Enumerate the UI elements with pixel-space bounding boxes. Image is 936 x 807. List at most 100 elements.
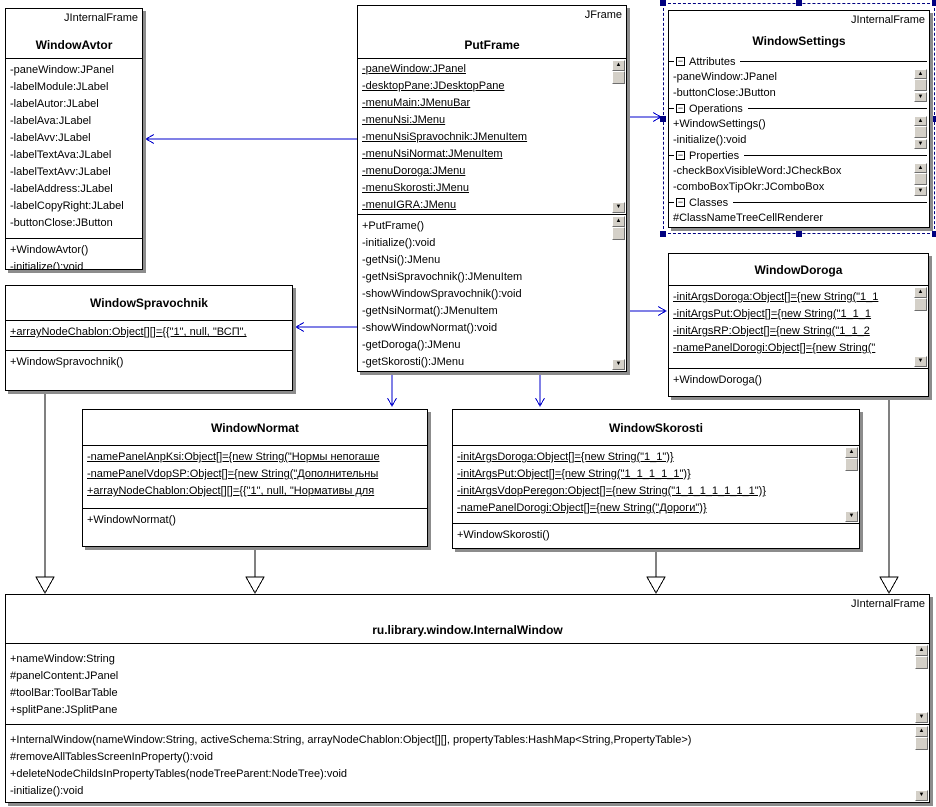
attribute-row[interactable]: -paneWindow:JPanel [362, 63, 466, 75]
class-member-row[interactable]: #ClassNameTreeCellRenderer [673, 212, 823, 224]
class-box-windowdoroga[interactable]: WindowDoroga -initArgsDoroga:Object[]={n… [668, 253, 929, 397]
vertical-scrollbar[interactable]: ▲ ▼ [914, 287, 927, 367]
vertical-scrollbar[interactable]: ▲ ▼ [914, 69, 927, 102]
scrollbar-track[interactable] [914, 311, 927, 356]
method-row[interactable]: -initialize():void [10, 785, 84, 797]
method-row[interactable]: +WindowDoroga() [673, 374, 762, 386]
attribute-row[interactable]: -initArgsVdopPeregon:Object[]={new Strin… [457, 485, 766, 497]
attribute-row[interactable]: -initArgsDoroga:Object[]={new String("1_… [457, 451, 674, 463]
selection-handle[interactable] [796, 231, 802, 237]
scrollbar-track[interactable] [915, 669, 928, 712]
selection-handle[interactable] [660, 231, 666, 237]
vertical-scrollbar[interactable]: ▲ ▼ [612, 216, 625, 370]
collapse-icon[interactable]: − [676, 56, 685, 66]
vertical-scrollbar[interactable]: ▲ ▼ [915, 726, 928, 801]
class-box-internalwindow[interactable]: JInternalFrame ru.library.window.Interna… [5, 594, 930, 803]
section-header-attributes[interactable]: − Attributes [669, 54, 929, 69]
attribute-row[interactable]: -labelTextAva:JLabel [10, 149, 112, 161]
scroll-down-icon[interactable]: ▼ [914, 92, 927, 102]
scrollbar-track[interactable] [612, 240, 625, 359]
section-header-operations[interactable]: − Operations [669, 101, 929, 116]
method-row[interactable]: +WindowNormat() [87, 514, 176, 526]
method-row[interactable]: -showWindowSpravochnik():void [362, 288, 522, 300]
scroll-up-icon[interactable]: ▲ [914, 287, 927, 298]
method-row[interactable]: +WindowSkorosti() [457, 529, 550, 541]
attribute-row[interactable]: -initArgsRP:Object[]={new String("1_1_2 [673, 325, 870, 337]
scrollbar-thumb[interactable] [915, 656, 928, 669]
attribute-row[interactable]: -menuDoroga:JMenu [362, 165, 466, 177]
scroll-down-icon[interactable]: ▼ [914, 139, 927, 149]
scrollbar-track[interactable] [915, 750, 928, 790]
scroll-down-icon[interactable]: ▼ [915, 712, 928, 723]
attribute-row[interactable]: -buttonClose:JButton [673, 87, 776, 99]
attribute-row[interactable]: +arrayNodeChablon:Object[][]={{"1", null… [10, 326, 247, 338]
method-row[interactable]: +WindowSettings() [673, 118, 766, 130]
vertical-scrollbar[interactable]: ▲ ▼ [845, 447, 858, 522]
scroll-up-icon[interactable]: ▲ [845, 447, 858, 458]
attribute-row[interactable]: +arrayNodeChablon:Object[][]={{"1", null… [87, 485, 375, 497]
selection-handle[interactable] [660, 115, 666, 122]
class-box-putframe[interactable]: JFrame PutFrame -paneWindow:JPanel -desk… [357, 5, 627, 372]
vertical-scrollbar[interactable]: ▲ ▼ [914, 116, 927, 149]
class-name[interactable]: WindowAvtor [35, 38, 113, 52]
vertical-scrollbar[interactable]: ▲ ▼ [915, 645, 928, 723]
attribute-row[interactable]: -menuNsi:JMenu [362, 114, 446, 126]
class-box-windowspravochnik[interactable]: WindowSpravochnik +arrayNodeChablon:Obje… [5, 285, 293, 391]
collapse-icon[interactable]: − [676, 103, 685, 113]
scroll-down-icon[interactable]: ▼ [915, 790, 928, 801]
method-row[interactable]: -getNsiSpravochnik():JMenuItem [362, 271, 523, 283]
method-row[interactable]: -getNsi():JMenu [362, 254, 441, 266]
method-row[interactable]: +deleteNodeChildsInPropertyTables(nodeTr… [10, 768, 348, 780]
scrollbar-thumb[interactable] [612, 227, 625, 240]
attribute-row[interactable]: +splitPane:JSplitPane [10, 704, 118, 716]
method-row[interactable]: -initialize():void [673, 134, 747, 146]
method-row[interactable]: -initialize():void [10, 261, 84, 269]
class-name[interactable]: WindowDoroga [754, 262, 843, 277]
class-box-windownormat[interactable]: WindowNormat -namePanelAnpKsi:Object[]={… [82, 409, 428, 547]
attribute-row[interactable]: -labelAvv:JLabel [10, 132, 91, 144]
attribute-row[interactable]: -desktopPane:JDesktopPane [362, 80, 505, 92]
selection-handle[interactable] [796, 0, 802, 6]
attribute-row[interactable]: -initArgsDoroga:Object[]={new String("1_… [673, 291, 879, 303]
class-box-windowavtor[interactable]: JInternalFrame WindowAvtor -paneWindow:J… [5, 8, 143, 270]
attribute-row[interactable]: -initArgsPut:Object[]={new String("1_1_1… [457, 468, 691, 480]
vertical-scrollbar[interactable]: ▲ ▼ [612, 60, 625, 213]
method-row[interactable]: +InternalWindow(nameWindow:String, activ… [10, 734, 692, 746]
attribute-row[interactable]: -labelAutor:JLabel [10, 98, 99, 110]
vertical-scrollbar[interactable]: ▲ ▼ [914, 163, 927, 196]
attribute-row[interactable]: -menuIGRA:JMenu [362, 199, 457, 211]
scroll-up-icon[interactable]: ▲ [914, 116, 927, 126]
class-name[interactable]: WindowSpravochnik [90, 296, 208, 310]
scroll-up-icon[interactable]: ▲ [914, 69, 927, 79]
scroll-down-icon[interactable]: ▼ [914, 356, 927, 367]
scrollbar-thumb[interactable] [914, 126, 927, 138]
scrollbar-thumb[interactable] [845, 458, 858, 471]
scroll-up-icon[interactable]: ▲ [612, 216, 625, 227]
scrollbar-track[interactable] [612, 84, 625, 202]
class-name[interactable]: ru.library.window.InternalWindow [372, 623, 563, 637]
method-row[interactable]: -getNsiNormat():JMenuItem [362, 305, 498, 317]
section-header-properties[interactable]: − Properties [669, 148, 929, 163]
collapse-icon[interactable]: − [676, 197, 685, 207]
method-row[interactable]: #removeAllTablesScreenInProperty():void [10, 751, 213, 763]
scrollbar-track[interactable] [845, 471, 858, 511]
scrollbar-thumb[interactable] [914, 298, 927, 311]
attribute-row[interactable]: -initArgsPut:Object[]={new String("1_1_1 [673, 308, 872, 320]
attribute-row[interactable]: -menuSkorosti:JMenu [362, 182, 469, 194]
selection-handle[interactable] [932, 0, 936, 6]
class-name[interactable]: WindowSkorosti [609, 420, 703, 435]
attribute-row[interactable]: #toolBar:ToolBarTable [10, 687, 118, 699]
scroll-up-icon[interactable]: ▲ [915, 645, 928, 656]
class-name[interactable]: PutFrame [464, 38, 520, 52]
scroll-up-icon[interactable]: ▲ [612, 60, 625, 71]
attribute-row[interactable]: -labelCopyRight:JLabel [10, 200, 124, 212]
scrollbar-thumb[interactable] [914, 173, 927, 185]
method-row[interactable]: +WindowAvtor() [10, 244, 89, 256]
method-row[interactable]: +WindowSpravochnik() [10, 356, 124, 368]
attribute-row[interactable]: -namePanelAnpKsi:Object[]={new String("Н… [87, 451, 380, 463]
method-row[interactable]: -getSkorosti():JMenu [362, 356, 465, 368]
scroll-down-icon[interactable]: ▼ [845, 511, 858, 522]
attribute-row[interactable]: -labelAva:JLabel [10, 115, 92, 127]
property-row[interactable]: -checkBoxVisibleWord:JCheckBox [673, 165, 842, 177]
collapse-icon[interactable]: − [676, 150, 685, 160]
